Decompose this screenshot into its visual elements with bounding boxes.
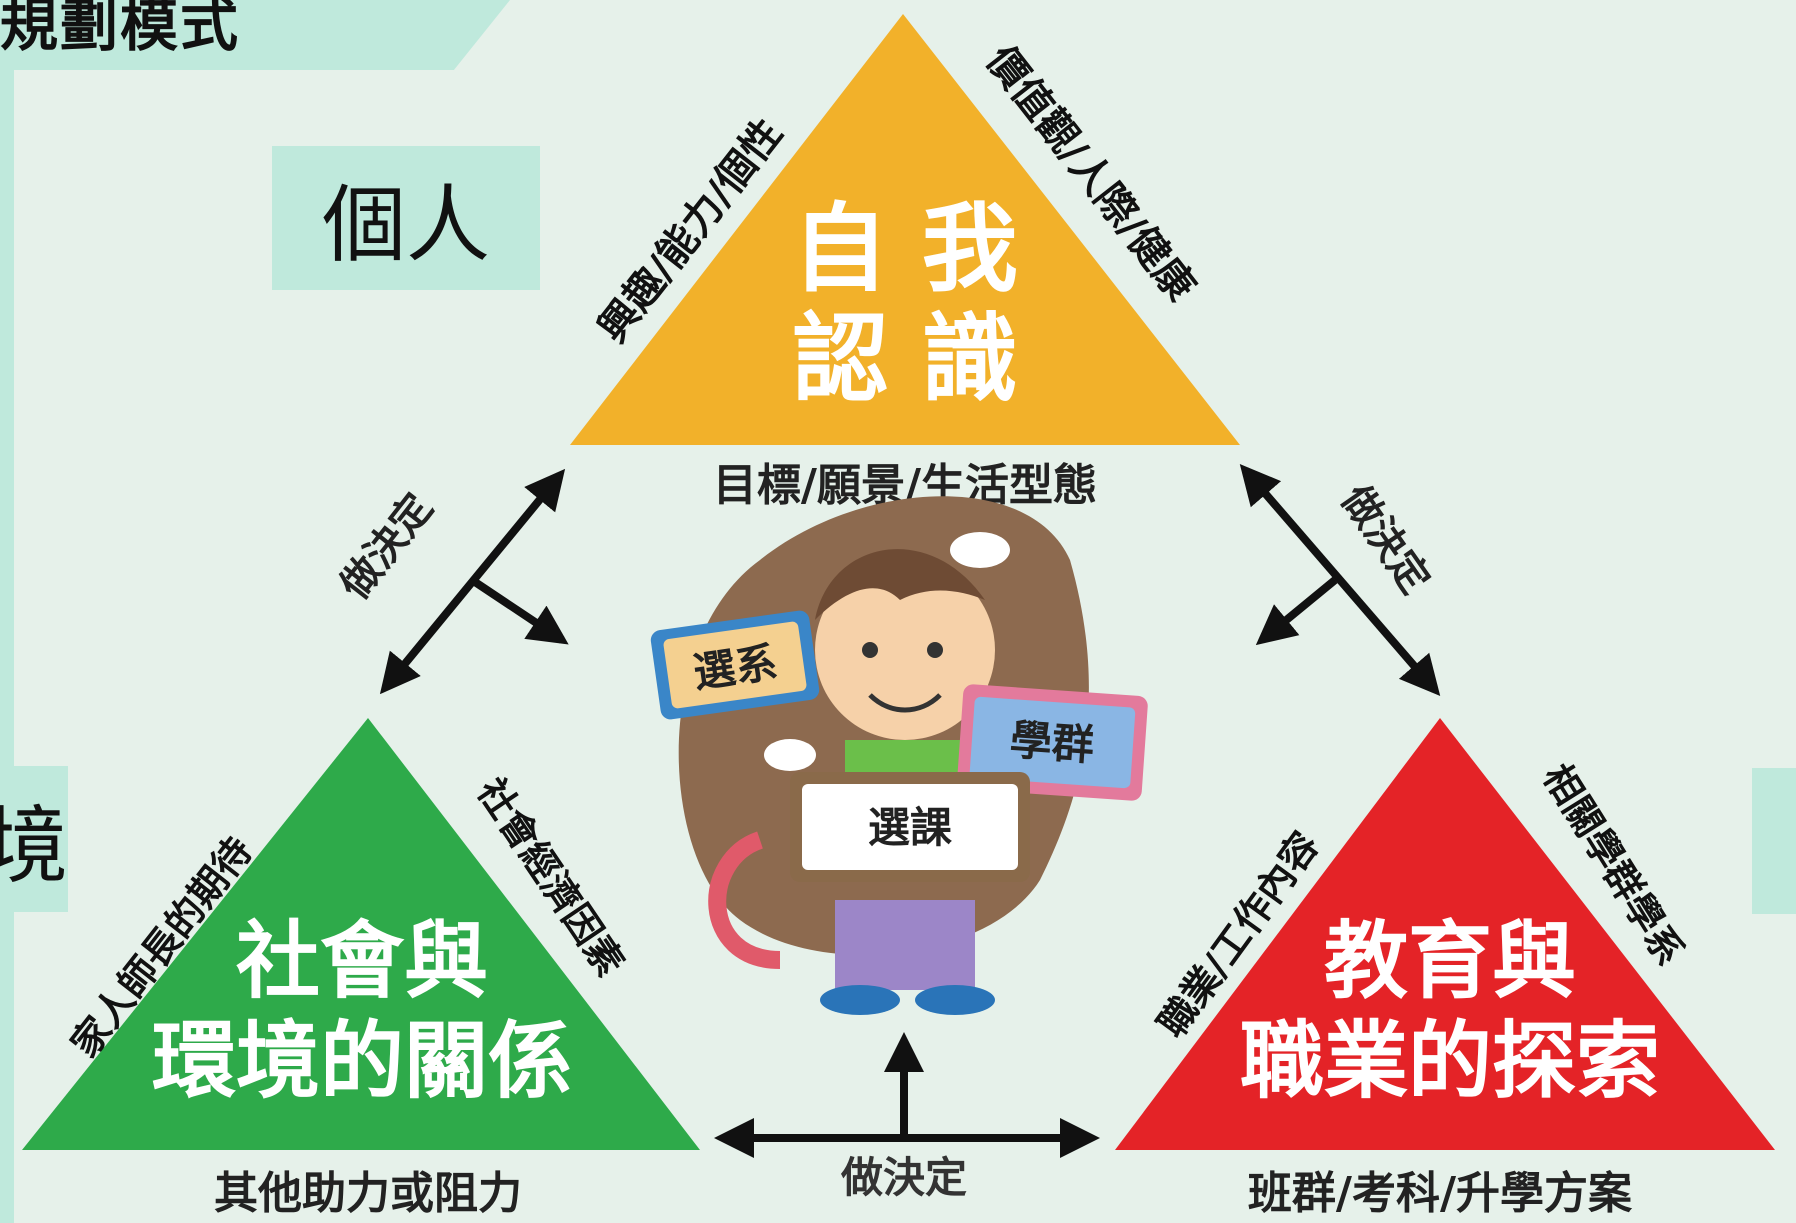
group-sign: 學群 (957, 684, 1148, 801)
right-label-box (1752, 768, 1796, 914)
header-tab: 規劃模式 (0, 0, 510, 70)
page-title: 規劃模式 (0, 0, 241, 59)
social-triangle (22, 718, 700, 1150)
left-decision-label: 做決定 (331, 485, 442, 609)
group-sign-text: 學群 (1008, 715, 1095, 770)
self-triangle (570, 14, 1240, 445)
social-title-line1: 社會與 (236, 912, 488, 1010)
dept-sign-text: 選系 (690, 637, 780, 697)
right-decision-arrow (1239, 463, 1441, 697)
self-title-line1: 自 我 (792, 193, 1017, 305)
social-bottom-label: 其他助力或阻力 (214, 1168, 522, 1219)
dept-sign: 選系 (650, 610, 820, 720)
education-triangle (1115, 718, 1775, 1150)
self-title-line2: 認 識 (792, 303, 1017, 415)
left-accent-bar (0, 70, 14, 1223)
course-sign-text: 選課 (868, 803, 952, 852)
personal-label: 個人 (272, 146, 540, 290)
education-title-line1: 教育與 (1324, 912, 1576, 1010)
course-sign: 選課 (790, 772, 1030, 882)
right-decision-pointer (1255, 576, 1338, 646)
environment-label: 境 (0, 766, 68, 912)
bottom-decision-label: 做決定 (840, 1153, 967, 1202)
social-title-line2: 環境的關係 (152, 1012, 572, 1110)
education-title-line2: 職業的探索 (1240, 1012, 1660, 1110)
education-bottom-label: 班群/考科/升學方案 (1248, 1168, 1633, 1219)
left-decision-pointer (469, 576, 569, 645)
